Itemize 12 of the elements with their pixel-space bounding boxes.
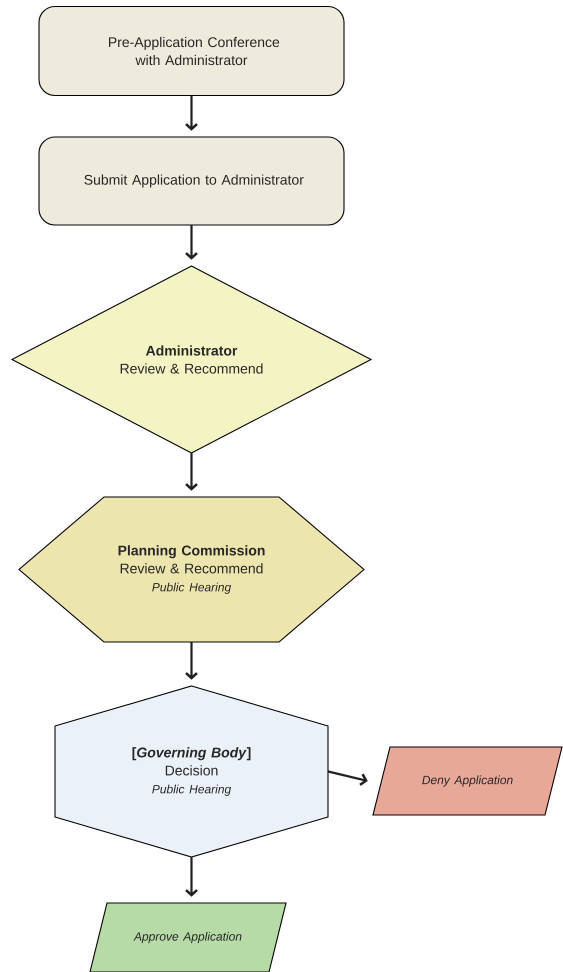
arrow: [185, 225, 198, 260]
arrow: [185, 857, 198, 897]
decision-hexagon: [Governing Body] Decision Public Hearing: [54, 685, 329, 858]
process-box: Pre-Application Conference with Administrator: [38, 6, 345, 96]
arrow: [185, 642, 198, 680]
outcome-parallelogram: Approve Application: [89, 902, 287, 972]
review-hexagon: Planning Commission Review & Recommend Public Hearing: [18, 496, 365, 643]
arrow: [185, 453, 198, 491]
outcome-parallelogram: Deny Application: [372, 746, 563, 816]
arrow: [185, 96, 198, 131]
process-box: Submit Application to Administrator: [38, 136, 345, 226]
arrow: [328, 770, 368, 786]
